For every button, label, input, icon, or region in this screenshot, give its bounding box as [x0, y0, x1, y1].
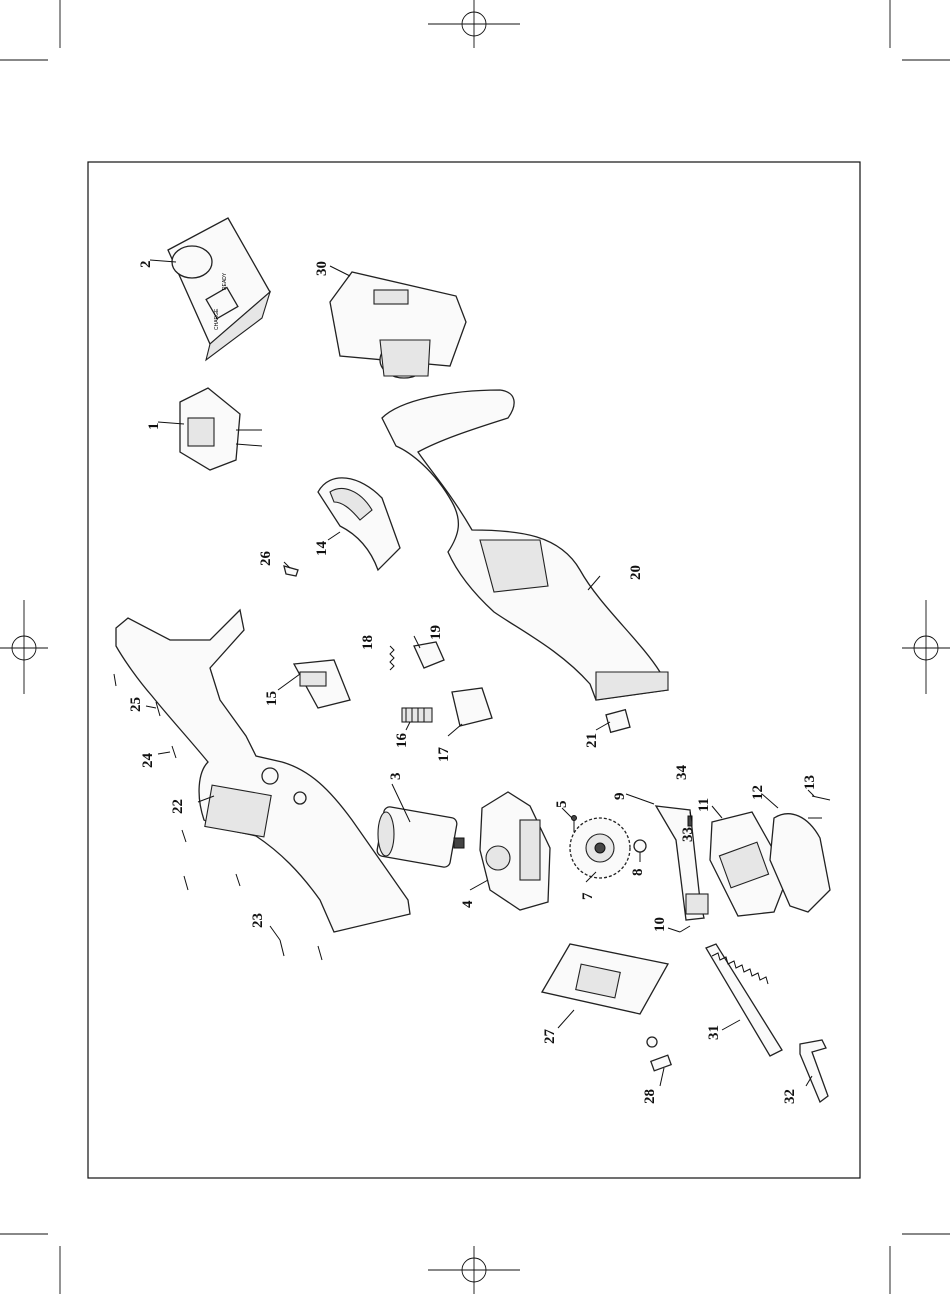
label-part-31: 31 [706, 1025, 722, 1040]
label-part-20: 20 [628, 565, 644, 580]
charger-base: READY CHARGE [168, 218, 270, 360]
plug-adaptor [180, 388, 262, 470]
label-part-4: 4 [460, 900, 476, 908]
label-part-14: 14 [314, 541, 330, 557]
clamp-screw [680, 926, 690, 932]
label-part-8: 8 [630, 869, 646, 877]
housing-left [116, 610, 410, 932]
crosshair-left [0, 600, 48, 694]
shoe-plate [542, 944, 668, 1014]
label-part-19: 19 [428, 625, 444, 640]
label-part-27: 27 [542, 1029, 558, 1045]
hex-key [800, 1040, 828, 1102]
plate-screws [808, 796, 830, 818]
label-part-3: 3 [388, 773, 404, 781]
label-part-18b: 18 [360, 635, 376, 650]
small-screw [572, 816, 577, 833]
charger-charge-text: CHARGE [214, 308, 220, 330]
label-part-28: 28 [642, 1089, 658, 1104]
label-part-22: 22 [170, 799, 186, 814]
label-part-2: 2 [138, 261, 154, 269]
label-part-16: 16 [394, 733, 410, 749]
trigger-block [452, 688, 492, 726]
shoe-bolt [647, 1037, 671, 1071]
label-part-32: 32 [782, 1089, 798, 1104]
label-part-24: 24 [140, 753, 156, 769]
label-part-26: 26 [258, 551, 274, 567]
label-part-1: 1 [146, 423, 162, 431]
label-part-12: 12 [750, 785, 766, 800]
label-part-30: 30 [314, 261, 330, 276]
crosshair-right [902, 600, 950, 694]
trigger-cover [318, 478, 400, 570]
label-part-25: 25 [128, 697, 144, 712]
spring-large [402, 708, 432, 722]
label-part-13: 13 [802, 775, 818, 790]
label-part-21: 21 [584, 733, 600, 748]
part-labels: 2 1 30 14 26 15 20 18 19 20 16 17 21 3 4… [128, 261, 818, 1105]
motor [376, 806, 464, 868]
label-part-5: 5 [554, 801, 570, 809]
label-part-23: 23 [250, 913, 266, 928]
label-part-33: 33 [680, 827, 696, 842]
small-clip [284, 566, 298, 576]
battery-pack [330, 272, 466, 378]
label-part-17: 17 [436, 747, 452, 763]
label-part-10: 10 [652, 917, 668, 932]
gearbox-housing [480, 792, 550, 910]
charger-ready-text: READY [222, 272, 228, 290]
bushing [634, 840, 646, 852]
spring-small [390, 646, 394, 670]
label-part-7: 7 [580, 892, 596, 900]
label-part-15: 15 [264, 691, 280, 706]
nut-block [606, 710, 630, 733]
reciprocating-shaft [656, 806, 708, 920]
label-part-34: 34 [674, 765, 690, 781]
crosshair-bottom [428, 1246, 520, 1294]
switch [294, 660, 350, 708]
gear [570, 818, 630, 878]
crosshair-top [428, 0, 520, 48]
label-part-11: 11 [696, 798, 712, 812]
label-part-9: 9 [612, 793, 628, 801]
